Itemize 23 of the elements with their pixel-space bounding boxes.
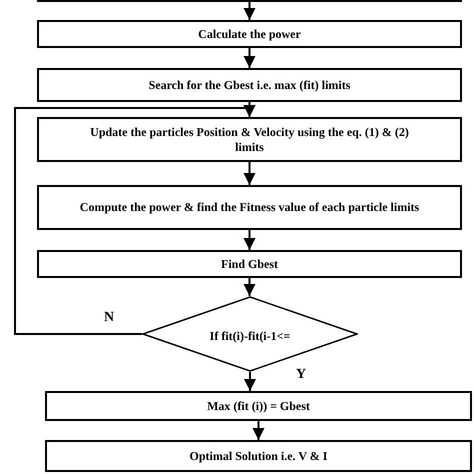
- process-box: [37, 20, 462, 48]
- process-box: [37, 68, 462, 102]
- arrow: [252, 421, 264, 440]
- box-text: Compute the power & find the Fitness value of each particle limits: [78, 200, 420, 215]
- arrow: [244, 230, 256, 250]
- box-text: Search for the Gbest i.e. max (fit) limits: [148, 78, 352, 92]
- arrow: [244, 2, 256, 20]
- arrow: [244, 162, 256, 185]
- box-text: Calculate the power: [197, 26, 302, 42]
- arrow: [244, 278, 256, 296]
- process-box: [37, 117, 462, 162]
- box-text: Update the particles Position & Velocity using the eq. (1) & (2) limits: [89, 124, 410, 154]
- box-text: Optimal Solution i.e. V & I: [188, 448, 328, 464]
- process-box: [45, 440, 472, 472]
- arrow: [14, 105, 256, 335]
- process-box: [37, 250, 462, 278]
- arrow: [244, 48, 256, 68]
- box-text: Max (fit (i)) = Gbest: [206, 398, 311, 414]
- box-text: Find Gbest: [220, 256, 279, 272]
- process-box: [45, 391, 472, 421]
- arrow: [244, 372, 256, 391]
- process-box: [37, 185, 462, 230]
- box-text: If fit(i)-fit(i-1<=: [208, 328, 292, 344]
